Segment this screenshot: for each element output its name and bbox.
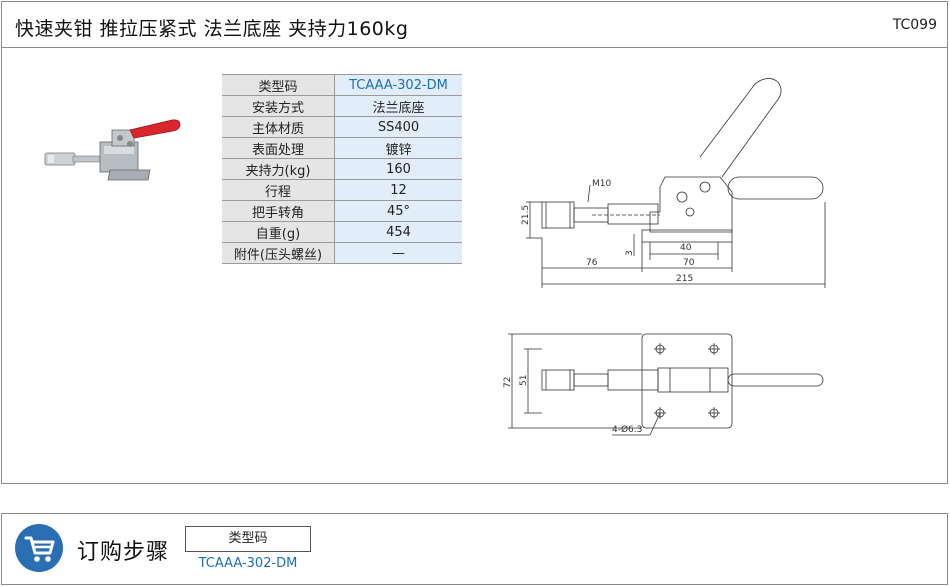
dim-holes: 4-Ø6.3 bbox=[612, 424, 642, 435]
table-row: 自重(g)454 bbox=[222, 221, 462, 243]
table-row: 安装方式法兰底座 bbox=[222, 95, 462, 117]
spec-label: 夹持力(kg) bbox=[222, 158, 335, 180]
thread-label: M10 bbox=[592, 179, 611, 189]
spec-value: 45° bbox=[334, 200, 462, 222]
spec-label: 主体材质 bbox=[222, 116, 335, 138]
spec-label: 类型码 bbox=[222, 74, 335, 96]
spec-value: 12 bbox=[334, 179, 462, 201]
spec-value: 454 bbox=[334, 221, 462, 243]
spec-label: 安装方式 bbox=[222, 95, 335, 117]
cart-badge bbox=[15, 524, 63, 572]
product-panel: 快速夹钳 推拉压紧式 法兰底座 夹持力160kg TC099 bbox=[1, 1, 948, 484]
technical-drawing: M10 21.5 3 40 70 76 215 bbox=[503, 78, 826, 436]
cart-icon bbox=[24, 536, 55, 562]
spec-value: — bbox=[334, 242, 462, 264]
product-code: TC099 bbox=[892, 17, 937, 33]
table-row: 夹持力(kg)160 bbox=[222, 158, 462, 180]
dim-70: 70 bbox=[683, 258, 695, 268]
spec-value: 法兰底座 bbox=[334, 95, 462, 117]
dim-40: 40 bbox=[680, 243, 692, 253]
spec-value: TCAAA-302-DM bbox=[334, 74, 462, 96]
table-row: 附件(压头螺丝)— bbox=[222, 242, 462, 264]
dim-21-5: 21.5 bbox=[521, 205, 531, 225]
spec-label: 把手转角 bbox=[222, 200, 335, 222]
order-table: 类型码 TCAAA-302-DM bbox=[185, 526, 311, 576]
spec-value: SS400 bbox=[334, 116, 462, 138]
spec-label: 附件(压头螺丝) bbox=[222, 242, 335, 264]
dim-215: 215 bbox=[676, 274, 693, 284]
dim-72: 72 bbox=[503, 377, 513, 388]
top-view: 72 51 4-Ø6.3 bbox=[503, 333, 824, 436]
table-row: 表面处理镀锌 bbox=[222, 137, 462, 159]
spec-value: 160 bbox=[334, 158, 462, 180]
dim-3: 3 bbox=[625, 250, 635, 256]
page-title: 快速夹钳 推拉压紧式 法兰底座 夹持力160kg bbox=[15, 18, 409, 40]
spec-label: 表面处理 bbox=[222, 137, 335, 159]
order-title: 订购步骤 bbox=[77, 540, 170, 565]
order-column-header: 类型码 bbox=[185, 526, 311, 552]
dim-51: 51 bbox=[519, 375, 529, 386]
title-bar: 快速夹钳 推拉压紧式 法兰底座 夹持力160kg TC099 bbox=[2, 2, 947, 48]
order-type-code[interactable]: TCAAA-302-DM bbox=[198, 556, 298, 571]
spec-label: 自重(g) bbox=[222, 221, 335, 243]
spec-label: 行程 bbox=[222, 179, 335, 201]
spec-value: 镀锌 bbox=[334, 137, 462, 159]
dim-76: 76 bbox=[586, 258, 598, 268]
side-view: M10 21.5 3 40 70 76 215 bbox=[521, 78, 826, 288]
product-photo bbox=[44, 119, 181, 181]
order-panel: 订购步骤 类型码 TCAAA-302-DM bbox=[1, 513, 948, 585]
